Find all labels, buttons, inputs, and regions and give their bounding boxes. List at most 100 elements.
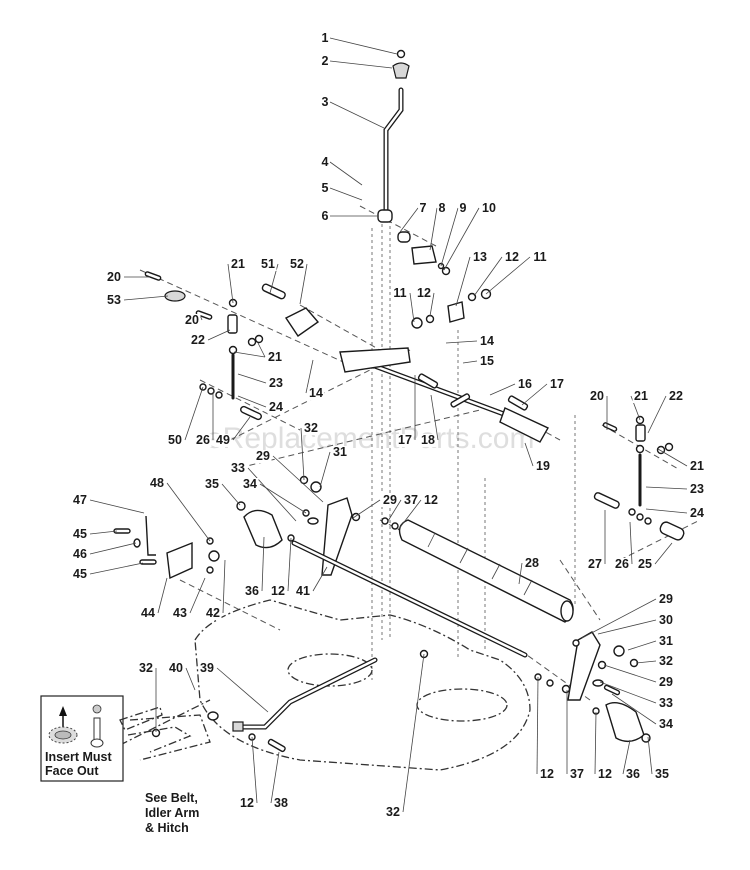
callout-background: [137, 662, 155, 675]
callout-background: [657, 655, 675, 668]
callout-11: 11: [393, 286, 406, 300]
callout-leader-31: [319, 451, 331, 488]
callout-background: [331, 446, 349, 459]
callout-36: 36: [626, 767, 640, 781]
callout-background: [139, 607, 157, 620]
callout-background: [503, 251, 521, 264]
callout-background: [478, 335, 496, 348]
callout-16: 16: [518, 377, 532, 391]
callout-background: [71, 568, 89, 581]
callout-8: 8: [439, 201, 446, 215]
callout-32: 32: [386, 805, 400, 819]
callout-background: [534, 460, 552, 473]
callout-35: 35: [205, 477, 219, 491]
callout-leader-15: [462, 360, 478, 364]
callout-49: 49: [216, 433, 230, 447]
callout-37: 37: [570, 767, 584, 781]
callout-leader-48: [166, 482, 211, 542]
callout-18: 18: [421, 433, 435, 447]
callout-23: 23: [269, 376, 283, 390]
callout-leader-14: [445, 340, 478, 344]
callout-33: 33: [231, 461, 245, 475]
callout-background: [657, 635, 675, 648]
shift-lever: [377, 49, 451, 276]
callout-26: 26: [615, 557, 629, 571]
callout-background: [402, 494, 420, 507]
callout-background: [105, 271, 123, 284]
callout-17: 17: [398, 433, 412, 447]
callout-12: 12: [505, 250, 519, 264]
callout-background: [688, 483, 706, 496]
callout-43: 43: [173, 606, 187, 620]
callout-background: [241, 478, 259, 491]
callout-leader-4: [329, 161, 363, 186]
callout-38: 38: [274, 796, 288, 810]
callout-background: [586, 558, 604, 571]
callout-background: [415, 287, 433, 300]
callout-leader-36: [622, 739, 631, 775]
callout-30: 30: [659, 613, 673, 627]
callout-39: 39: [200, 661, 214, 675]
callout-36: 36: [245, 584, 259, 598]
callout-12: 12: [540, 767, 554, 781]
callout-53: 53: [107, 293, 121, 307]
callout-20: 20: [185, 313, 199, 327]
callout-background: [632, 390, 650, 403]
insert-inset: Insert Must Face Out: [40, 695, 124, 782]
callout-leader-12: [594, 711, 597, 775]
callout-6: 6: [322, 209, 329, 223]
callout-leader-2: [329, 60, 393, 69]
callout-45: 45: [73, 527, 87, 541]
callout-44: 44: [141, 606, 155, 620]
callout-23: 23: [690, 482, 704, 496]
right-idler-assembly: [534, 631, 651, 743]
insert-icon: [92, 704, 102, 714]
watermark: eReplacementParts.com: [206, 422, 534, 455]
callout-background: [167, 662, 185, 675]
callout-leader-10: [443, 207, 480, 271]
callout-background: [653, 768, 671, 781]
callout-leader-29: [581, 598, 657, 639]
callout-background: [688, 507, 706, 520]
callout-3: 3: [322, 95, 329, 109]
callout-29: 29: [659, 675, 673, 689]
callout-leader-7: [399, 207, 419, 233]
callout-background: [183, 314, 201, 327]
callout-leader-32: [300, 427, 305, 481]
callout-12: 12: [240, 796, 254, 810]
callout-leader-28: [518, 562, 523, 585]
callout-34: 34: [659, 717, 673, 731]
insert-note-line2: Face Out: [45, 764, 99, 778]
callout-leader-49: [232, 416, 251, 441]
callout-leader-21: [227, 263, 234, 304]
callout-background: [294, 585, 312, 598]
callout-leader-34: [611, 693, 657, 725]
callout-background: [657, 593, 675, 606]
callout-leader-24: [645, 508, 688, 514]
callout-leader-19: [524, 442, 534, 467]
callout-background: [418, 202, 428, 215]
left-bracket: [113, 515, 220, 580]
callout-17: 17: [550, 377, 564, 391]
callout-background: [272, 797, 290, 810]
callout-15: 15: [480, 354, 494, 368]
callout-background: [254, 450, 272, 463]
callout-leader-43: [189, 577, 206, 614]
callout-leader-16: [489, 383, 516, 396]
callout-background: [189, 334, 207, 347]
callout-background: [657, 697, 675, 710]
right-lift-link: [593, 415, 685, 541]
callout-background: [613, 558, 631, 571]
callout-21: 21: [268, 350, 282, 364]
callout-leader-3: [329, 101, 385, 129]
callout-background: [320, 182, 330, 195]
callout-leader-45: [89, 562, 144, 575]
callout-leader-12: [429, 292, 435, 317]
callout-leader-1: [329, 37, 398, 55]
callout-leader-32: [402, 653, 425, 813]
callout-background: [148, 477, 166, 490]
callout-background: [523, 557, 541, 570]
callout-background: [478, 355, 496, 368]
callout-leader-12: [473, 256, 503, 297]
callout-background: [568, 768, 586, 781]
